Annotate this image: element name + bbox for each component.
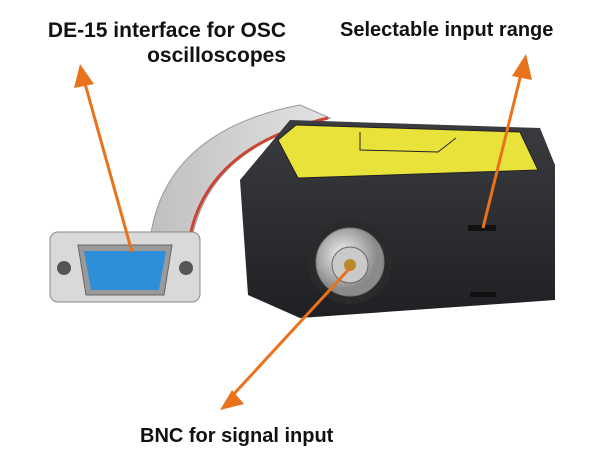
caption-de15-line2: oscilloscopes — [147, 44, 286, 67]
arrow-bnc — [230, 266, 352, 398]
caption-de15: DE-15 interface for OSC oscilloscopes — [14, 18, 286, 68]
bnc-connector — [308, 220, 392, 304]
caption-de15-line1: DE-15 interface for OSC — [47, 19, 286, 42]
caption-range: Selectable input range — [340, 19, 554, 41]
de15-connector — [49, 231, 201, 303]
caption-bnc: BNC for signal input — [140, 425, 334, 447]
arrow-range — [481, 69, 524, 229]
adapter-box — [240, 120, 555, 318]
arrow-de15 — [82, 79, 134, 253]
